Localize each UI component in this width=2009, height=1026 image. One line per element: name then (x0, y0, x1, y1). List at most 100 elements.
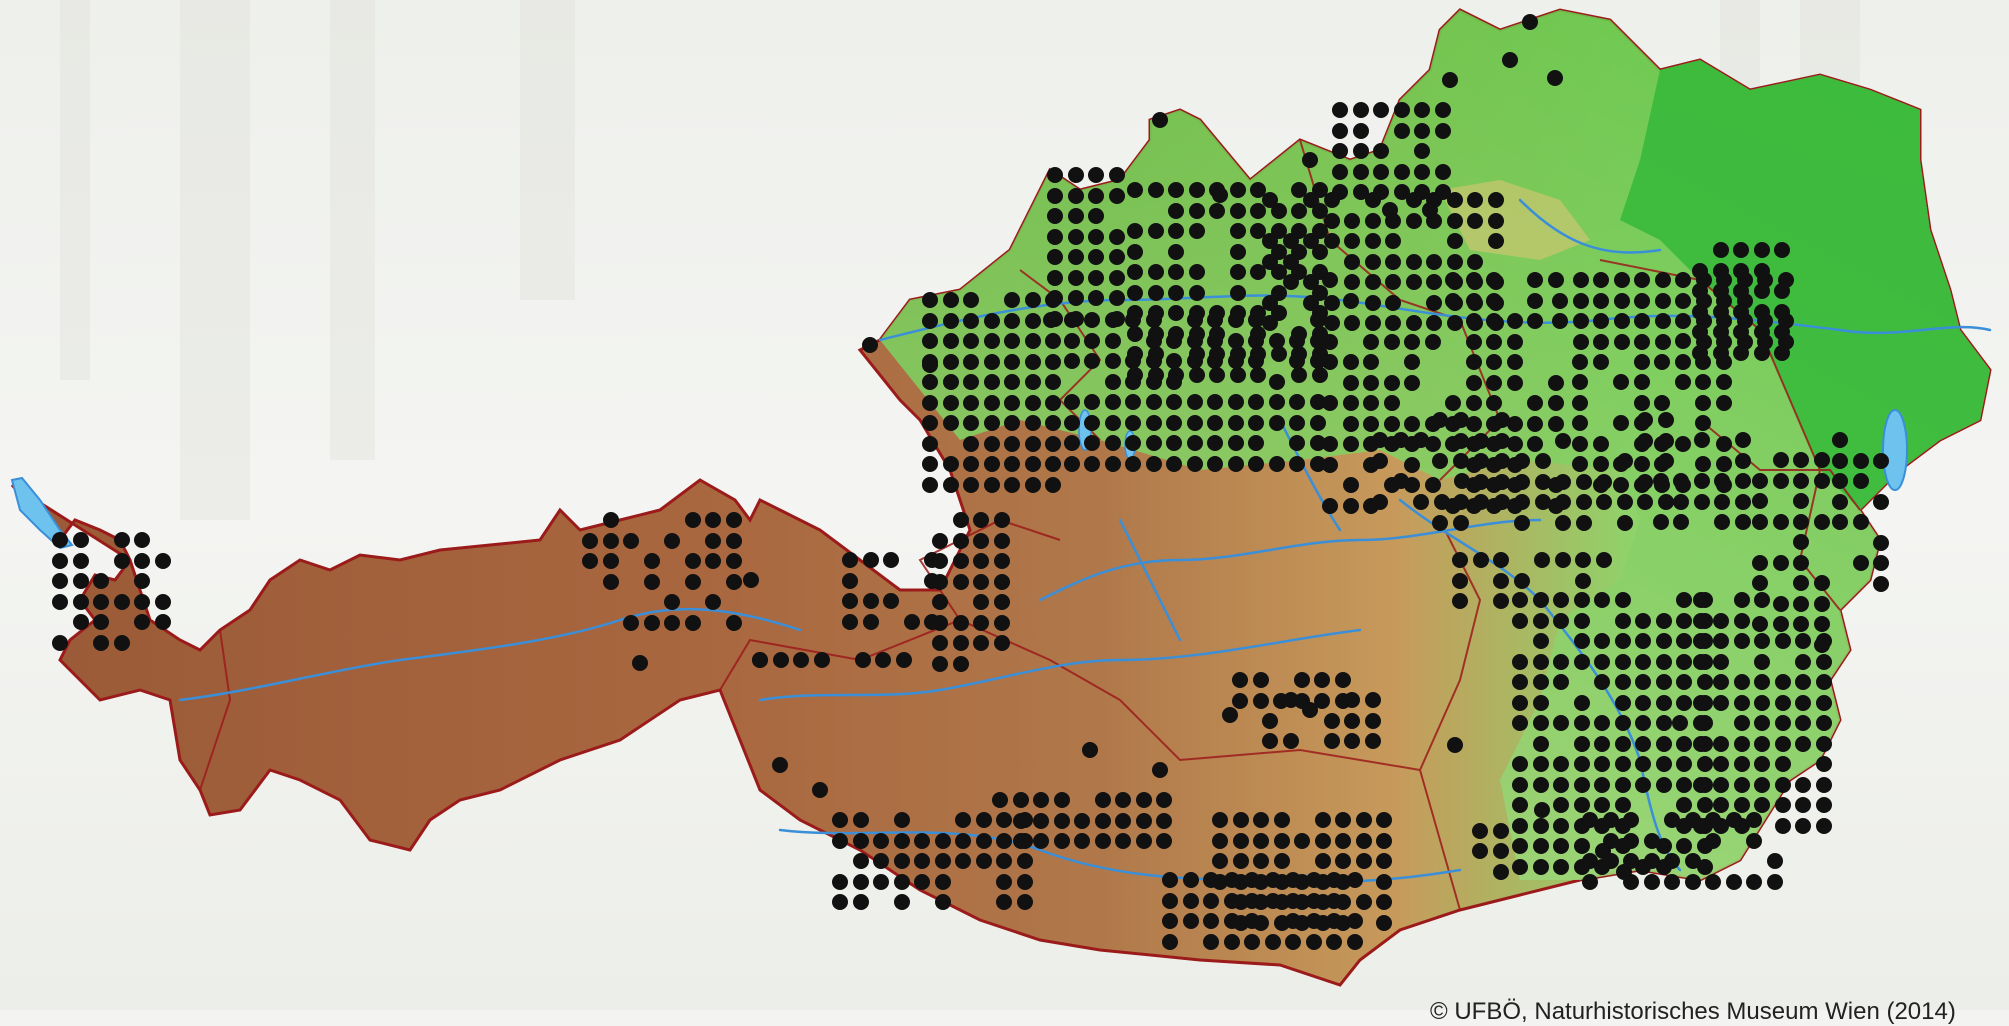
occurrence-dot-863 (1676, 633, 1692, 649)
occurrence-dot-771 (1512, 695, 1528, 711)
occurrence-dot-1026 (1285, 872, 1301, 888)
occurrence-dot-899 (1713, 654, 1729, 670)
occurrence-dot-333 (1228, 353, 1244, 369)
occurrence-dot-445 (1527, 395, 1543, 411)
occurrence-dot-201 (1488, 233, 1504, 249)
occurrence-dot-57 (1189, 203, 1205, 219)
occurrence-dot-265 (1045, 354, 1061, 370)
occurrence-dot-857 (1656, 756, 1672, 772)
occurrence-dot-585 (1514, 474, 1530, 490)
occurrence-dot-750 (994, 533, 1010, 549)
occurrence-dot-220 (943, 395, 959, 411)
occurrence-dot-549 (1713, 345, 1729, 361)
occurrence-dot-215 (943, 292, 959, 308)
occurrence-dot-621 (1714, 514, 1730, 530)
occurrence-dot-60 (1189, 285, 1205, 301)
occurrence-dot-1094 (1095, 813, 1111, 829)
occurrence-dot-737 (953, 553, 969, 569)
occurrence-dot-1049 (853, 894, 869, 910)
occurrence-dot-676 (134, 594, 150, 610)
occurrence-dot-252 (1004, 477, 1020, 493)
occurrence-dot-411 (1466, 313, 1482, 329)
occurrence-dot-242 (984, 477, 1000, 493)
occurrence-dot-349 (1269, 456, 1285, 472)
occurrence-dot-945 (1795, 818, 1811, 834)
occurrence-dot-563 (1774, 283, 1790, 299)
occurrence-dot-1029 (1285, 934, 1301, 950)
occurrence-dot-314 (1166, 415, 1182, 431)
occurrence-dot-1202 (752, 652, 768, 668)
occurrence-dot-362 (1310, 456, 1326, 472)
occurrence-dot-536 (1716, 436, 1732, 452)
occurrence-dot-285 (1084, 435, 1100, 451)
occurrence-dot-866 (1676, 695, 1692, 711)
occurrence-dot-376 (1343, 477, 1359, 493)
occurrence-dot-79 (1230, 367, 1246, 383)
occurrence-dot-115 (1332, 143, 1348, 159)
occurrence-dot-164 (1365, 233, 1381, 249)
occurrence-dot-667 (93, 614, 109, 630)
occurrence-dot-1208 (1447, 737, 1463, 753)
occurrence-dot-216 (943, 313, 959, 329)
occurrence-dot-904 (1713, 777, 1729, 793)
occurrence-dot-284 (1084, 415, 1100, 431)
occurrence-dot-8 (1068, 167, 1084, 183)
occurrence-dot-217 (943, 333, 959, 349)
occurrence-dot-598 (1596, 474, 1612, 490)
occurrence-dot-155 (1324, 295, 1340, 311)
occurrence-dot-3 (1047, 229, 1063, 245)
occurrence-dot-523 (1675, 333, 1691, 349)
occurrence-dot-18 (1088, 208, 1104, 224)
occurrence-dot-1081 (992, 792, 1008, 808)
occurrence-dot-1040 (1347, 934, 1363, 950)
occurrence-dot-183 (1426, 274, 1442, 290)
occurrence-dot-162 (1365, 192, 1381, 208)
occurrence-dot-1169 (1493, 593, 1509, 609)
occurrence-dot-930 (1775, 695, 1791, 711)
occurrence-dot-192 (1447, 315, 1463, 331)
occurrence-dot-836 (1615, 777, 1631, 793)
occurrence-dot-1176 (1832, 432, 1848, 448)
occurrence-dot-1167 (1493, 552, 1509, 568)
occurrence-dot-476 (1675, 272, 1691, 288)
occurrence-dot-794 (1553, 654, 1569, 670)
occurrence-dot-673 (134, 532, 150, 548)
occurrence-dot-512 (1634, 374, 1650, 390)
occurrence-dot-426 (1486, 375, 1502, 391)
occurrence-dot-635 (1773, 514, 1789, 530)
occurrence-dot-748 (973, 635, 989, 651)
occurrence-dot-868 (1676, 756, 1692, 772)
occurrence-dot-648 (1814, 452, 1830, 468)
occurrence-dot-227 (963, 354, 979, 370)
occurrence-dot-735 (953, 512, 969, 528)
occurrence-dot-1109 (1493, 864, 1509, 880)
occurrence-dot-130 (1394, 184, 1410, 200)
occurrence-dot-593 (1555, 494, 1571, 510)
occurrence-dot-946 (1816, 633, 1832, 649)
occurrence-dot-177 (1406, 254, 1422, 270)
occurrence-dot-309 (1146, 456, 1162, 472)
occurrence-dot-848 (1635, 777, 1651, 793)
occurrence-dot-13 (1068, 270, 1084, 286)
occurrence-dot-273 (1064, 312, 1080, 328)
occurrence-dot-1055 (894, 853, 910, 869)
occurrence-dot-788 (1533, 777, 1549, 793)
occurrence-dot-179 (1406, 315, 1422, 331)
occurrence-dot-787 (1533, 756, 1549, 772)
occurrence-dot-502 (1572, 456, 1588, 472)
occurrence-dot-500 (1572, 415, 1588, 431)
occurrence-dot-611 (1653, 473, 1669, 489)
occurrence-dot-1008 (1183, 872, 1199, 888)
occurrence-dot-416 (1466, 416, 1482, 432)
occurrence-dot-548 (1713, 324, 1729, 340)
occurrence-dot-1050 (873, 833, 889, 849)
occurrence-dot-731 (932, 594, 948, 610)
occurrence-dot-702 (705, 594, 721, 610)
occurrence-dot-1 (1047, 188, 1063, 204)
occurrence-dot-524 (1675, 354, 1691, 370)
occurrence-dot-272 (1043, 312, 1059, 328)
occurrence-dot-961 (1233, 833, 1249, 849)
occurrence-dot-443 (1527, 293, 1543, 309)
occurrence-dot-1033 (1306, 934, 1322, 950)
